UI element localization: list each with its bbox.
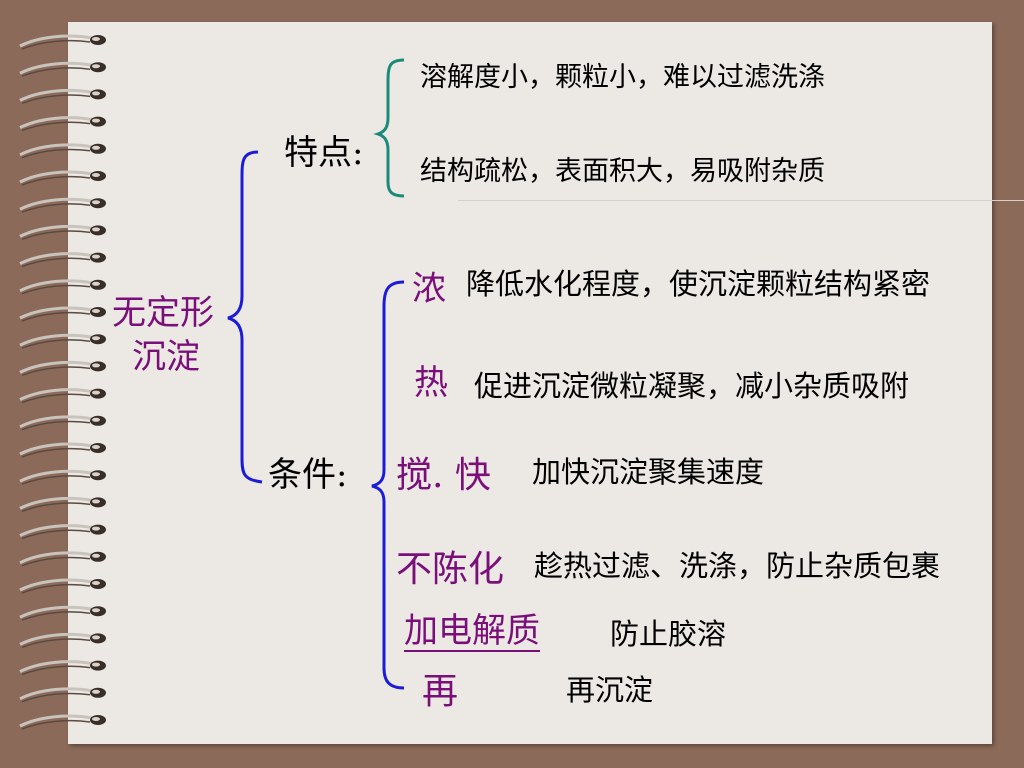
root-label-line2: 沉淀: [132, 337, 200, 377]
feature-item: 结构疏松，表面积大，易吸附杂质: [420, 156, 825, 187]
condition-key: 再: [422, 671, 459, 712]
spiral-ring: [19, 170, 106, 186]
condition-key: 热: [414, 363, 448, 403]
spiral-binding: [19, 34, 106, 730]
feature-item: 溶解度小，颗粒小，难以过滤洗涤: [420, 62, 825, 93]
condition-desc: 再沉淀: [566, 673, 654, 707]
spiral-ring: [19, 197, 106, 213]
spiral-ring: [19, 34, 106, 50]
spiral-ring: [19, 496, 106, 513]
spiral-ring: [19, 687, 106, 703]
spiral-ring: [19, 116, 106, 132]
condition-desc: 趁热过滤、洗涤，防止杂质包裹: [534, 549, 941, 583]
notebook-page: [68, 22, 1024, 744]
root-label-line1: 无定形: [112, 293, 214, 333]
spiral-ring: [19, 279, 106, 295]
spiral-ring: [19, 660, 106, 676]
condition-desc: 加快沉淀聚集速度: [532, 455, 765, 489]
spiral-ring: [19, 333, 106, 349]
spiral-ring: [19, 224, 106, 241]
spiral-ring: [19, 605, 106, 621]
spiral-ring: [19, 632, 106, 649]
ruled-line: [458, 200, 1024, 201]
spiral-ring: [19, 388, 106, 404]
spiral-ring: [19, 252, 106, 268]
features-label: 特点:: [284, 133, 364, 173]
spiral-ring: [19, 360, 106, 377]
condition-desc: 促进沉淀微粒凝聚，减小杂质吸附: [474, 369, 910, 403]
spiral-ring: [19, 524, 106, 540]
conditions-label: 条件:: [268, 455, 348, 495]
spiral-ring: [19, 578, 106, 594]
spiral-ring: [19, 469, 106, 485]
condition-key: 搅. 快: [396, 455, 491, 496]
spiral-ring: [19, 415, 106, 431]
condition-key: 加电解质: [404, 611, 540, 652]
spiral-ring: [19, 442, 106, 458]
spiral-ring: [19, 143, 106, 159]
condition-key: 不陈化: [396, 549, 505, 590]
spiral-ring: [19, 88, 106, 105]
spiral-ring: [19, 551, 106, 567]
condition-desc: 防止胶溶: [610, 617, 727, 651]
spiral-ring: [19, 61, 106, 77]
spiral-ring: [19, 306, 106, 322]
condition-desc: 降低水化程度，使沉淀颗粒结构紧密: [466, 267, 931, 301]
spiral-ring: [19, 714, 106, 730]
condition-key: 浓: [412, 269, 446, 309]
